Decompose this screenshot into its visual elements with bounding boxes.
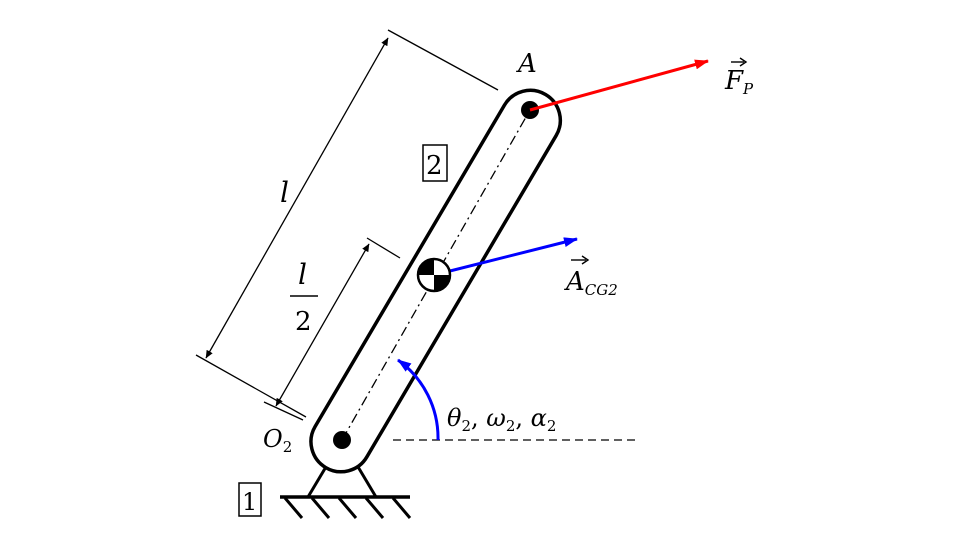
svg-text:2: 2 — [426, 151, 443, 181]
label-half-length: l 2 — [290, 258, 318, 337]
ground-hatch-icon — [283, 497, 412, 519]
ground-number-box: 1 — [238, 482, 262, 517]
cg-symbol-icon — [416, 257, 452, 293]
label-theta-omega-alpha: θ2, ω2, α2 — [447, 404, 556, 435]
svg-text:1: 1 — [242, 488, 257, 516]
force-fp-arrow — [529, 59, 709, 112]
dimension-l — [195, 29, 499, 418]
label-force-fp: FP — [724, 57, 754, 98]
angle-arc — [397, 358, 440, 441]
svg-text:2: 2 — [295, 307, 312, 337]
label-length-l: l — [280, 176, 289, 209]
svg-text:l: l — [298, 258, 307, 291]
label-point-a: A — [516, 49, 537, 79]
label-accel-cg2: ACG2 — [564, 255, 618, 299]
dimension-half-l — [263, 237, 401, 421]
svg-text:ACG2: ACG2 — [564, 267, 618, 299]
pivot-pin-o2 — [333, 431, 351, 449]
accel-cg2-arrow — [433, 237, 578, 277]
svg-text:FP: FP — [724, 66, 754, 98]
link-number-box: 2 — [422, 144, 448, 182]
label-pivot-o2: O2 — [263, 425, 292, 456]
